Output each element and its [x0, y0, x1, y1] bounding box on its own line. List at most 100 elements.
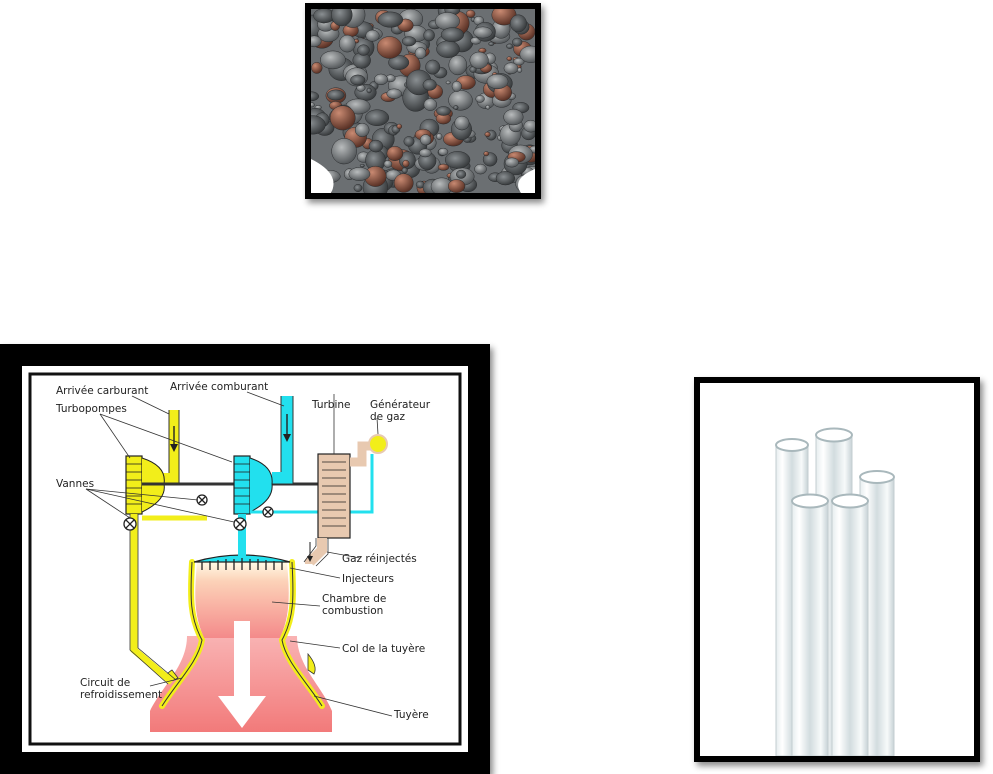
ore-rock: [331, 138, 357, 165]
ore-rock: [383, 160, 393, 168]
ore-rock: [495, 171, 516, 186]
ore-rock: [403, 136, 415, 147]
ore-rock: [513, 57, 525, 66]
ore-rock: [311, 102, 315, 108]
label-gas-generator-1: Générateur: [370, 399, 431, 411]
ore-rock: [448, 55, 468, 76]
label-cooling-2: refroidissement: [80, 689, 162, 701]
engine-diagram: Arrivée carburant Arrivée comburant Turb…: [28, 372, 462, 746]
label-nozzle-throat: Col de la tuyère: [342, 643, 425, 655]
ore-rock: [393, 173, 414, 193]
ore-rock: [454, 115, 470, 131]
ore-rock: [386, 146, 404, 161]
ore-rock: [509, 14, 527, 33]
ore-rock: [419, 148, 432, 158]
label-turbine: Turbine: [311, 399, 351, 411]
ore-rock: [474, 163, 487, 175]
ore-rock: [388, 55, 410, 70]
gas-generator: [368, 434, 388, 454]
ore-rock: [488, 41, 495, 46]
ore-rock: [485, 104, 491, 110]
fuel-turbopump: [125, 455, 143, 515]
ore-photo-frame: [305, 3, 541, 199]
ore-rock: [506, 43, 514, 49]
label-fuel-inlet: Arrivée carburant: [56, 385, 148, 397]
ore-rock: [475, 95, 485, 103]
label-nozzle: Tuyère: [393, 709, 429, 721]
engine-diagram-frame: Arrivée carburant Arrivée comburant Turb…: [0, 344, 490, 774]
ore-rock: [517, 67, 523, 73]
tubes-photo: [700, 383, 974, 756]
ore-rock: [445, 80, 451, 85]
ore-rock: [434, 12, 460, 31]
ore-rock: [386, 88, 402, 99]
ore-rock: [377, 11, 404, 28]
ore-rock: [436, 40, 460, 58]
ore-rock: [350, 74, 366, 86]
ore-rock: [329, 105, 356, 131]
ore-rock: [396, 123, 403, 130]
ore-rock: [419, 134, 432, 146]
ore-rock: [456, 169, 467, 179]
ore-rock: [311, 35, 322, 48]
ore-rock: [422, 78, 437, 91]
ore-rock: [440, 27, 464, 43]
oxidizer-turbopump: [233, 455, 251, 515]
ore-rock: [444, 151, 471, 169]
ore-image: [311, 9, 535, 193]
ore-rock: [504, 157, 519, 168]
ore-photo: [311, 9, 535, 193]
ore-rock: [320, 50, 346, 70]
glass-tubes: [775, 427, 895, 756]
ore-rock: [523, 119, 535, 133]
ore-rock: [401, 167, 408, 174]
ore-rock: [357, 44, 370, 56]
ore-rock: [331, 9, 353, 27]
label-valves: Vannes: [56, 478, 94, 490]
combustion-chamber: [195, 562, 289, 638]
ore-rock: [353, 184, 363, 192]
ore-rock: [473, 26, 493, 39]
ore-rock: [465, 9, 476, 18]
tubes-photo-frame: [694, 377, 980, 762]
ore-rock: [448, 90, 473, 111]
ore-rock: [366, 87, 372, 94]
ore-rock: [365, 109, 390, 126]
ore-rock: [338, 34, 356, 53]
label-cooling-1: Circuit de: [80, 677, 130, 689]
ore-rock: [437, 163, 450, 171]
ore-rock: [484, 131, 491, 138]
ore-rock: [374, 73, 388, 86]
ore-rock: [423, 29, 435, 42]
ore-rock: [503, 62, 519, 75]
ore-rock: [453, 105, 459, 110]
engine-diagram-panel: Arrivée carburant Arrivée comburant Turb…: [22, 366, 468, 752]
diagram-border: [28, 372, 462, 746]
ore-rock: [447, 179, 466, 193]
label-gas-generator-2: de gaz: [370, 411, 406, 423]
ore-rock: [354, 122, 370, 138]
ore-rock: [348, 167, 371, 181]
label-combustion-2: combustion: [322, 605, 383, 617]
label-combustion-1: Chambre de: [322, 593, 386, 605]
ore-rock: [436, 133, 443, 140]
ore-rock: [425, 59, 441, 75]
ore-rock: [401, 36, 417, 47]
ore-rock: [365, 29, 380, 42]
valves: [123, 494, 274, 531]
ore-rock: [436, 106, 451, 116]
ore-rock: [311, 62, 323, 74]
ore-rock: [438, 147, 449, 156]
ore-rock: [483, 151, 490, 157]
ore-rock: [402, 159, 410, 168]
ore-rock: [368, 139, 384, 153]
ore-rock: [519, 45, 535, 63]
ore-rock: [414, 47, 427, 60]
ore-rock: [506, 56, 513, 61]
exhaust-arrow: [218, 621, 266, 728]
ore-rock: [451, 80, 462, 92]
ore-rock: [359, 163, 365, 168]
ore-rock: [486, 73, 509, 90]
ore-rock: [311, 91, 320, 102]
label-injectors: Injecteurs: [342, 573, 394, 585]
